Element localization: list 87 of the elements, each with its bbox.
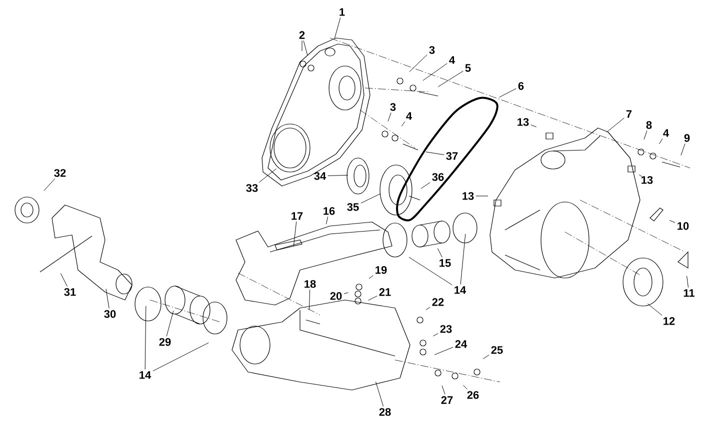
leader-line xyxy=(647,304,662,316)
callout-number: 9 xyxy=(684,134,690,142)
callout-number: 25 xyxy=(491,346,503,354)
callout-number: 34 xyxy=(314,172,326,180)
callout-number: 1 xyxy=(340,8,345,16)
leader-line xyxy=(328,174,348,176)
callout-number: 27 xyxy=(441,396,453,404)
callout-number: 37 xyxy=(446,152,458,160)
leader-line xyxy=(442,385,446,395)
callout-number: 20 xyxy=(330,292,342,300)
leader-line xyxy=(376,381,384,407)
leader-line xyxy=(433,333,438,336)
leader-line xyxy=(326,216,328,224)
callout-number: 15 xyxy=(440,259,451,267)
callout-number: 18 xyxy=(304,280,316,288)
callout-number: 28 xyxy=(379,408,391,416)
leader-line xyxy=(426,306,430,310)
leader-line xyxy=(686,276,689,288)
leader-line xyxy=(106,288,110,309)
leader-line xyxy=(293,221,297,246)
callout-number: 13 xyxy=(462,192,474,200)
callout-number: 3 xyxy=(429,46,435,54)
leader-line xyxy=(606,118,624,132)
callout-number: 32 xyxy=(54,169,66,177)
callout-number: 33 xyxy=(246,184,258,192)
callout-number: 36 xyxy=(432,173,444,181)
callout-number: 6 xyxy=(518,82,524,90)
callout-number: 5 xyxy=(465,64,471,72)
leader-line xyxy=(166,310,174,337)
leader-line xyxy=(438,70,464,88)
leader-line xyxy=(680,143,686,156)
leader-line xyxy=(437,248,442,258)
callout-number: 17 xyxy=(292,212,303,220)
callout-number: 7 xyxy=(626,110,632,118)
callout-number: 13 xyxy=(642,176,653,184)
leader-line xyxy=(499,88,516,98)
leader-line xyxy=(258,168,277,183)
callout-number: 19 xyxy=(376,266,387,274)
callout-number: 4 xyxy=(663,129,669,137)
callout-number: 4 xyxy=(406,112,412,120)
callout-number: 31 xyxy=(64,288,76,296)
leader-line xyxy=(388,112,392,122)
callout-number: 30 xyxy=(104,310,116,318)
callout-number: 23 xyxy=(440,325,452,333)
leader-line xyxy=(426,152,444,155)
callout-number: 3 xyxy=(390,103,396,111)
leader-line xyxy=(152,342,209,372)
leader-line xyxy=(420,182,430,189)
callout-number: 12 xyxy=(664,317,675,325)
callout-number: 11 xyxy=(684,289,694,297)
leader-line xyxy=(308,289,310,310)
leader-line xyxy=(334,17,341,38)
callout-number: 21 xyxy=(379,288,391,296)
leader-line xyxy=(303,40,308,56)
callout-number: 2 xyxy=(299,31,305,39)
callout-number: 13 xyxy=(518,118,529,126)
leader-line xyxy=(658,138,663,144)
callout-number: 35 xyxy=(347,203,359,211)
leader-line xyxy=(44,178,56,191)
callout-number: 14 xyxy=(454,286,466,294)
leader-line xyxy=(409,54,428,72)
leader-line xyxy=(344,292,348,294)
leader-line xyxy=(422,63,448,81)
leader-line xyxy=(530,124,537,128)
leader-line xyxy=(644,130,648,140)
callout-number: 14 xyxy=(140,371,152,379)
callout-number: 16 xyxy=(324,207,335,215)
callout-number: 22 xyxy=(432,298,444,306)
leader-line xyxy=(638,174,644,178)
leader-line xyxy=(368,296,378,301)
leader-line xyxy=(408,256,452,286)
callout-number: 10 xyxy=(678,222,689,230)
callout-number: 24 xyxy=(455,340,468,348)
callout-number: 26 xyxy=(467,391,479,399)
callout-number: 29 xyxy=(159,338,171,346)
leader-line xyxy=(463,384,468,390)
leader-line xyxy=(460,234,466,285)
leader-line xyxy=(669,220,676,223)
leader-line xyxy=(482,354,490,360)
leader-line xyxy=(360,193,381,204)
leader-line xyxy=(144,306,146,370)
callout-number: 8 xyxy=(646,121,652,129)
leader-line xyxy=(60,273,68,287)
leader-line xyxy=(434,346,454,355)
leader-line xyxy=(401,121,406,126)
leader-line xyxy=(368,275,374,279)
callout-number: 4 xyxy=(449,56,455,64)
